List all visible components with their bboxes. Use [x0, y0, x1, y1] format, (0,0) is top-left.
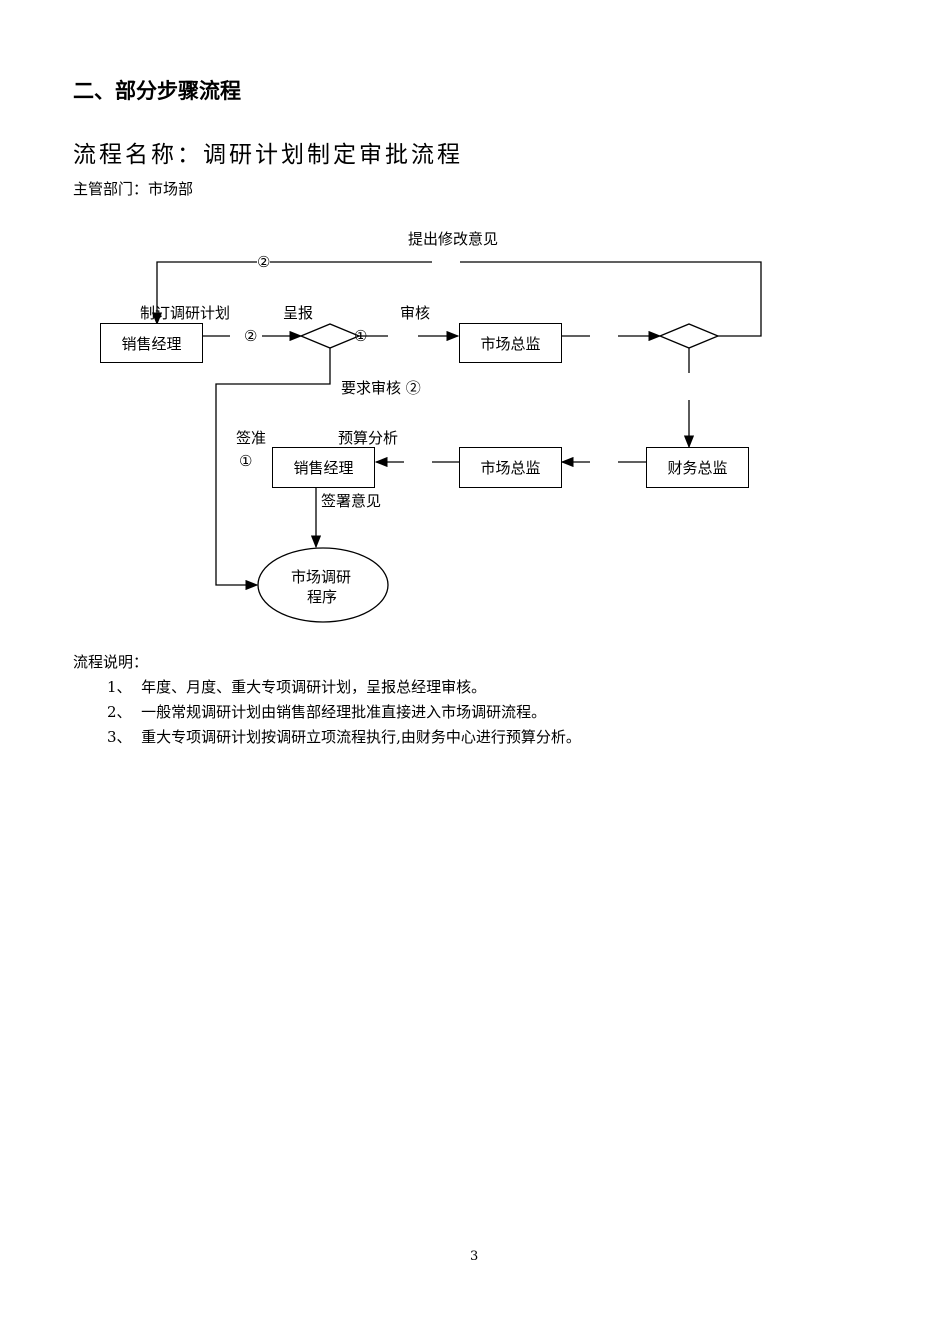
label-make-plan: 制订调研计划: [140, 304, 231, 322]
node-market-director-2: 市场总监: [459, 447, 562, 488]
node-research-program-line2: 程序: [307, 588, 338, 606]
note-text: 重大专项调研计划按调研立项流程执行,由财务中心进行预算分析。: [141, 728, 581, 746]
note-item-2: 2、 一般常规调研计划由销售部经理批准直接进入市场调研流程。: [107, 701, 546, 722]
note-item-1: 1、 年度、月度、重大专项调研计划，呈报总经理审核。: [107, 676, 486, 697]
label-review: 审核: [400, 304, 431, 322]
note-text: 一般常规调研计划由销售部经理批准直接进入市场调研流程。: [141, 703, 547, 721]
department: 主管部门：市场部: [73, 180, 194, 198]
node-sales-manager-2: 销售经理: [272, 447, 375, 488]
label-circle-1-left: ①: [239, 452, 253, 470]
label-budget-analysis: 预算分析: [338, 429, 399, 447]
node-market-director: 市场总监: [459, 323, 562, 363]
note-text: 年度、月度、重大专项调研计划，呈报总经理审核。: [141, 678, 487, 696]
section-title: 二、部分步骤流程: [73, 79, 241, 103]
label-circle-1-mid: ①: [354, 327, 368, 345]
label-sign-opinion: 签署意见: [321, 492, 382, 510]
note-item-3: 3、 重大专项调研计划按调研立项流程执行,由财务中心进行预算分析。: [107, 726, 581, 747]
label-circle-2-left: ②: [244, 327, 258, 345]
note-number: 1、: [107, 678, 132, 696]
note-number: 2、: [107, 703, 132, 721]
note-number: 3、: [107, 728, 132, 746]
node-research-program-line1: 市场调研: [291, 568, 352, 586]
flowchart-connectors: [151, 261, 762, 623]
label-circle-2-top: ②: [257, 253, 271, 271]
node-finance-director: 财务总监: [646, 447, 749, 488]
label-request-review: 要求审核 ②: [341, 379, 421, 397]
page-number: 3: [470, 1249, 479, 1264]
label-approve: 签准: [236, 429, 267, 447]
node-sales-manager: 销售经理: [100, 323, 203, 363]
label-submit: 呈报: [283, 304, 314, 322]
flow-name: 流程名称：调研计划制定审批流程: [73, 142, 463, 168]
notes-heading: 流程说明：: [73, 653, 149, 671]
label-propose-changes: 提出修改意见: [408, 230, 499, 248]
